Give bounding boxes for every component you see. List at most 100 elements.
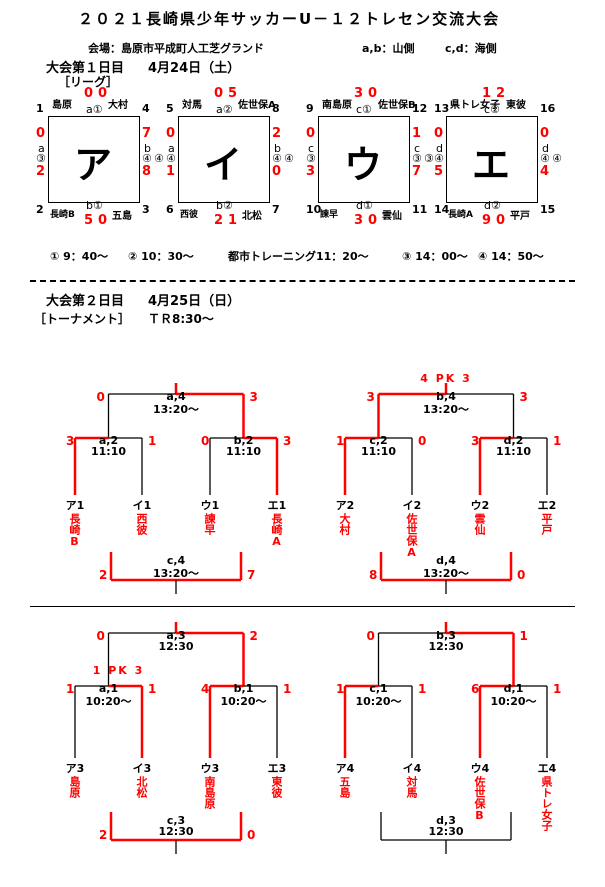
score: 1 [148, 682, 157, 696]
score: 2 [99, 568, 108, 582]
team-number: 15 [540, 203, 556, 216]
team-number: 13 [434, 102, 450, 115]
team-seed: ウ4 [470, 762, 490, 775]
group-box [178, 116, 270, 203]
score: 2 [496, 86, 506, 101]
score: 0 [166, 126, 176, 141]
day2-tr: ＴＲ8:30～ [148, 312, 214, 326]
score: 1 [412, 126, 422, 141]
court-code: d [436, 142, 443, 155]
team-name: 県トレ女子 [540, 776, 553, 831]
score: 0 [366, 629, 375, 643]
match-time: 10:20～ [220, 695, 267, 708]
group-name: ウ [343, 143, 382, 187]
score: 1 [228, 213, 238, 228]
match-court: a,1 [98, 682, 119, 695]
match-court: a,4 [166, 390, 186, 403]
team-seed: エ2 [537, 499, 557, 512]
match-court: b,3 [436, 629, 456, 642]
bracket-divider [30, 606, 575, 607]
court-code: a① [86, 103, 103, 116]
court-code: b① [86, 199, 103, 212]
team-name: 平戸 [540, 513, 553, 535]
score: 3 [366, 390, 375, 404]
team-name: 南島原 [322, 100, 352, 111]
match-time: 12:30 [428, 640, 464, 653]
team-seed: ウ2 [470, 499, 490, 512]
match-court: d,2 [503, 434, 524, 447]
team-name: 南島原 [203, 776, 216, 809]
score: 0 [96, 629, 105, 643]
court-code: c① [356, 103, 372, 116]
team-number: 10 [306, 203, 322, 216]
score: 3 [249, 390, 258, 404]
team-number: 11 [412, 203, 428, 216]
match-court: b,2 [233, 434, 254, 447]
team-name: 県トレ女子 [450, 100, 500, 111]
court-code: c [308, 142, 315, 155]
match-time: 13:20～ [422, 403, 470, 416]
match-time: 13:20～ [152, 403, 200, 416]
score: 0 [98, 86, 108, 101]
score: 0 [272, 164, 282, 179]
score: 0 [214, 86, 224, 101]
team-name: 雲仙 [473, 513, 486, 535]
court-code: ④ [272, 152, 282, 165]
match-court: d,3 [436, 814, 456, 827]
score: 3 [283, 434, 292, 448]
team-name: 諫早 [203, 513, 216, 535]
score: 0 [98, 213, 108, 228]
team-seed: ア4 [335, 762, 355, 775]
match-time: 13:20～ [152, 567, 200, 580]
day1-date: 4月24日（土） [148, 61, 241, 76]
team-name: 北松 [242, 211, 262, 222]
team-name: 対馬 [405, 776, 418, 798]
team-number: 5 [166, 102, 174, 115]
schedule-4: ③ 14：00～ [402, 250, 468, 263]
court-code: ④ [142, 152, 152, 165]
team-number: 1 [36, 102, 44, 115]
team-seed: ア3 [65, 762, 85, 775]
match-time: 10:20～ [355, 695, 402, 708]
schedule-1: ① 9：40～ [50, 250, 109, 263]
group-box [318, 116, 410, 203]
day2-label: 大会第２日目 [46, 294, 125, 309]
score: 3 [354, 213, 364, 228]
day1-format: ［リーグ］ [58, 75, 119, 89]
team-number: 9 [306, 102, 314, 115]
team-name: 雲仙 [382, 211, 402, 222]
team-number: 16 [540, 102, 556, 115]
score: 0 [368, 213, 378, 228]
score: 7 [142, 126, 152, 141]
group-name: イ [203, 143, 242, 187]
team-seed: エ3 [267, 762, 287, 775]
team-name: 西彼 [135, 513, 148, 535]
score: 0 [306, 126, 316, 141]
court-code: b [274, 142, 281, 155]
score: 1 [553, 682, 562, 696]
match-court: c,3 [166, 814, 186, 827]
score: 1 [336, 434, 345, 448]
match-time: 11:10 [360, 445, 397, 458]
court-code: c② [484, 103, 500, 116]
score: 6 [471, 682, 480, 696]
section-divider [30, 280, 575, 282]
score: 7 [412, 164, 422, 179]
score: 1 [166, 164, 176, 179]
court-code: d① [356, 199, 373, 212]
team-seed: ウ3 [200, 762, 220, 775]
venue: 会場：島原市平成町人工芝グランド [88, 42, 264, 55]
score: 1 [66, 682, 75, 696]
score: 0 [418, 434, 427, 448]
team-name: 長崎A [270, 513, 283, 548]
team-number: 3 [142, 203, 150, 216]
match-court: d,1 [503, 682, 524, 695]
day1-label: 大会第１日目 [46, 61, 125, 76]
team-number: 8 [272, 102, 280, 115]
score: 4 [540, 164, 550, 179]
score: 3 [354, 86, 364, 101]
team-number: 12 [412, 102, 428, 115]
court-code: a② [216, 103, 233, 116]
score: 5 [84, 213, 94, 228]
team-seed: ア1 [65, 499, 85, 512]
